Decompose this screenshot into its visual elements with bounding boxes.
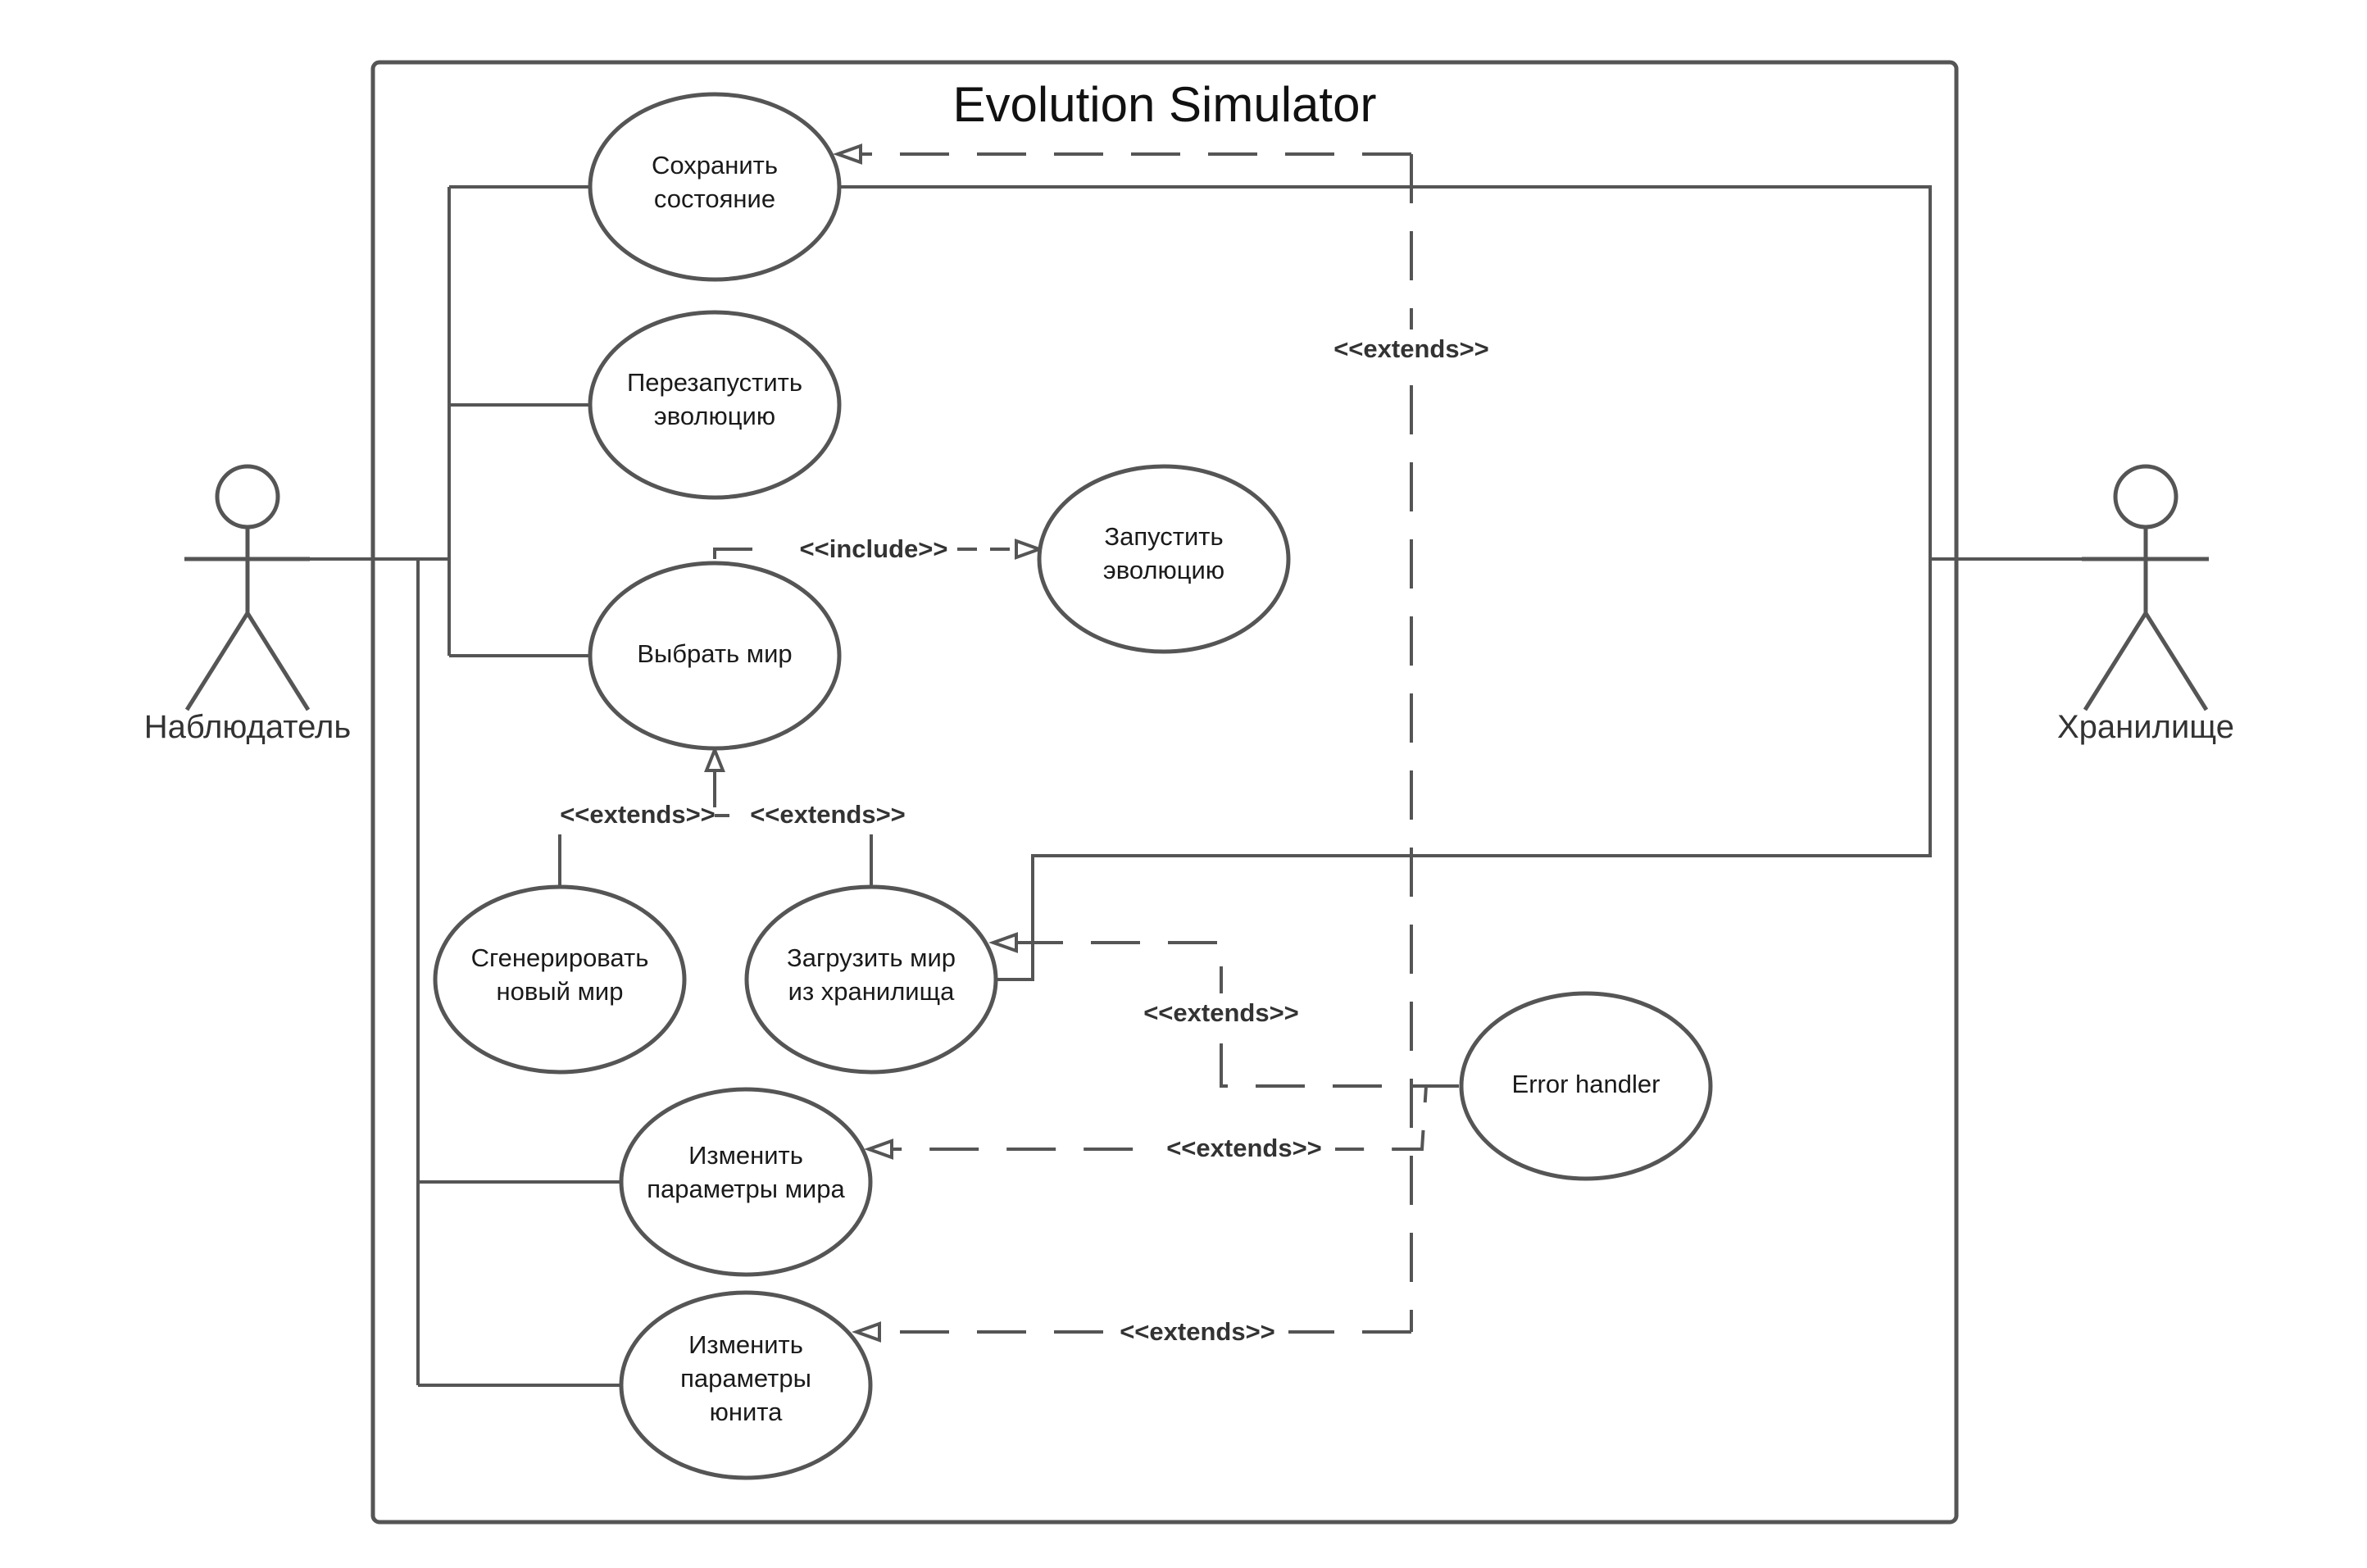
svg-text:Изменить: Изменить	[688, 1141, 803, 1170]
actor-head	[215, 464, 280, 529]
svg-text:эволюцию: эволюцию	[1103, 556, 1224, 584]
use-case-start-evolution[interactable]: Запустить эволюцию	[1037, 464, 1291, 654]
svg-text:эволюцию: эволюцию	[654, 402, 775, 430]
include-label: <<include>>	[800, 534, 948, 563]
actor-storage-label: Хранилище	[2057, 709, 2234, 745]
actor-storage[interactable]: Хранилище	[2057, 464, 2234, 745]
svg-text:состояние: состояние	[654, 184, 775, 213]
svg-text:из хранилища: из хранилища	[788, 977, 955, 1006]
svg-text:Выбрать мир: Выбрать мир	[637, 639, 792, 668]
extends-generate-label: <<extends>>	[560, 800, 716, 829]
use-case-change-unit-params[interactable]: Изменить параметры юнита	[619, 1290, 873, 1480]
error-extends-relations: <<extends>> <<extends>> <<extends>> <<ex…	[833, 143, 1502, 1351]
extends-error-load-label: <<extends>>	[1143, 998, 1299, 1027]
extends-load-label: <<extends>>	[750, 800, 906, 829]
svg-text:параметры мира: параметры мира	[647, 1175, 845, 1203]
observer-associations	[310, 185, 620, 1387]
include-relation: <<include>>	[713, 534, 1044, 563]
extends-error-unit-label: <<extends>>	[1120, 1317, 1275, 1346]
svg-text:Загрузить мир: Загрузить мир	[787, 943, 956, 972]
actor-head	[2113, 464, 2178, 529]
svg-text:новый мир: новый мир	[497, 977, 624, 1006]
svg-text:Перезапустить: Перезапустить	[627, 368, 802, 397]
svg-text:Сохранить: Сохранить	[652, 151, 778, 180]
extends-error-world-label: <<extends>>	[1166, 1134, 1322, 1162]
use-case-change-world-params[interactable]: Изменить параметры мира	[619, 1087, 873, 1277]
use-case-restart-evolution[interactable]: Перезапустить эволюцию	[588, 310, 842, 500]
svg-text:юнита: юнита	[710, 1398, 784, 1426]
use-case-load-world[interactable]: Загрузить мир из хранилища	[744, 884, 998, 1075]
actor-observer[interactable]: Наблюдатель	[144, 464, 351, 745]
use-case-generate-world[interactable]: Сгенерировать новый мир	[433, 884, 687, 1075]
actor-observer-label: Наблюдатель	[144, 709, 351, 745]
svg-text:Error handler: Error handler	[1512, 1070, 1661, 1098]
svg-text:Сгенерировать: Сгенерировать	[471, 943, 649, 972]
svg-text:Изменить: Изменить	[688, 1330, 803, 1359]
system-title: Evolution Simulator	[953, 77, 1377, 132]
svg-text:параметры: параметры	[680, 1364, 811, 1393]
use-case-save-state[interactable]: Сохранить состояние	[588, 92, 842, 282]
system-boundary	[370, 60, 1959, 1525]
use-case-error-handler[interactable]: Error handler	[1459, 991, 1713, 1181]
extends-save-label: <<extends>>	[1333, 334, 1489, 363]
use-case-choose-world[interactable]: Выбрать мир	[588, 561, 842, 751]
extends-to-choose-world: <<extends>> <<extends>>	[558, 745, 906, 887]
svg-text:Запустить: Запустить	[1104, 522, 1223, 551]
storage-associations	[840, 185, 2082, 981]
